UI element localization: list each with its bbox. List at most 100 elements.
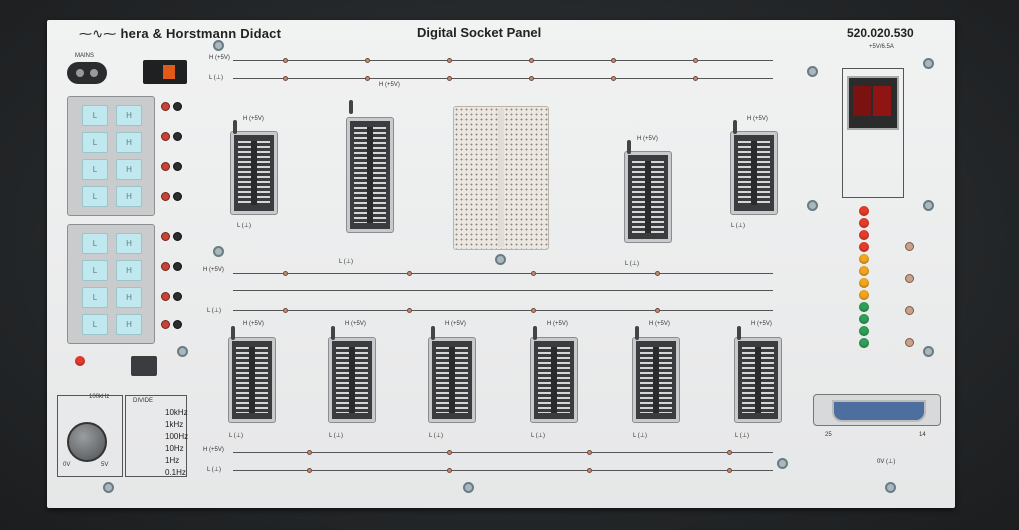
key-h2[interactable]: H: [116, 132, 142, 153]
rail-pin[interactable]: [307, 468, 312, 473]
zif-socket-b4[interactable]: [531, 338, 577, 422]
breadboard-post[interactable]: [495, 254, 506, 265]
rail-pin[interactable]: [529, 76, 534, 81]
output-jack[interactable]: [905, 306, 914, 315]
zif-lever[interactable]: [431, 326, 435, 340]
output-jack[interactable]: [161, 232, 170, 241]
rail-pin[interactable]: [531, 308, 536, 313]
breadboard[interactable]: [453, 106, 549, 250]
output-jack[interactable]: [161, 320, 170, 329]
zif-lever[interactable]: [733, 120, 737, 134]
key-l8[interactable]: L: [82, 314, 108, 335]
zif-socket-40pin[interactable]: [347, 118, 393, 232]
key-h5[interactable]: H: [116, 233, 142, 254]
key-l1[interactable]: L: [82, 105, 108, 126]
output-jack[interactable]: [905, 338, 914, 347]
rail-pin[interactable]: [611, 58, 616, 63]
zif-lever[interactable]: [533, 326, 537, 340]
key-l4[interactable]: L: [82, 186, 108, 207]
output-jack[interactable]: [161, 192, 170, 201]
output-jack[interactable]: [173, 162, 182, 171]
output-jack[interactable]: [161, 262, 170, 271]
rail-pin[interactable]: [407, 308, 412, 313]
zif-socket-1[interactable]: [231, 132, 277, 214]
output-jack[interactable]: [161, 292, 170, 301]
rail-pin[interactable]: [283, 271, 288, 276]
key-h1[interactable]: H: [116, 105, 142, 126]
rail-pin[interactable]: [283, 58, 288, 63]
zif-lever[interactable]: [627, 140, 631, 154]
output-jack[interactable]: [161, 132, 170, 141]
output-jack[interactable]: [173, 132, 182, 141]
output-jack[interactable]: [905, 274, 914, 283]
rail-pin[interactable]: [283, 76, 288, 81]
output-jack[interactable]: [173, 102, 182, 111]
mounting-post: [923, 58, 934, 69]
rail-label-l: L (⊥): [209, 75, 224, 81]
rail-pin[interactable]: [365, 76, 370, 81]
output-jack[interactable]: [173, 262, 182, 271]
mounting-post: [213, 40, 224, 51]
clock-knob[interactable]: [67, 422, 107, 462]
rail-pin[interactable]: [727, 468, 732, 473]
rail-pin[interactable]: [587, 468, 592, 473]
zif-lever[interactable]: [635, 326, 639, 340]
rail-pin[interactable]: [693, 58, 698, 63]
zif-socket-b2[interactable]: [329, 338, 375, 422]
zif-lever[interactable]: [233, 120, 237, 134]
rail-pin[interactable]: [447, 450, 452, 455]
output-jack[interactable]: [173, 232, 182, 241]
key-h3[interactable]: H: [116, 159, 142, 180]
rail-pin[interactable]: [365, 58, 370, 63]
zif-lever[interactable]: [349, 100, 353, 114]
output-jack[interactable]: [161, 102, 170, 111]
key-l2[interactable]: L: [82, 132, 108, 153]
zif-socket-b3[interactable]: [429, 338, 475, 422]
zif-socket-4[interactable]: [625, 152, 671, 242]
dip-switch[interactable]: [131, 356, 157, 376]
zif-socket-b1[interactable]: [229, 338, 275, 422]
output-jack[interactable]: [173, 292, 182, 301]
zif-lever[interactable]: [231, 326, 235, 340]
zif-socket-b6[interactable]: [735, 338, 781, 422]
mounting-post: [885, 482, 896, 493]
output-jack[interactable]: [905, 242, 914, 251]
key-h6[interactable]: H: [116, 260, 142, 281]
rail-pin[interactable]: [655, 308, 660, 313]
rail-pin[interactable]: [307, 450, 312, 455]
zif-lever[interactable]: [737, 326, 741, 340]
key-h4[interactable]: H: [116, 186, 142, 207]
rail-pin[interactable]: [587, 450, 592, 455]
supply-label: +5V/6.5A: [869, 44, 894, 50]
subd-pin-right: 14: [919, 432, 926, 438]
output-jack[interactable]: [173, 192, 182, 201]
key-l7[interactable]: L: [82, 287, 108, 308]
rail-pin[interactable]: [531, 271, 536, 276]
output-jack[interactable]: [161, 162, 170, 171]
wave-icon: ⁓∿⁓: [79, 26, 117, 41]
subd-connector[interactable]: [813, 394, 941, 426]
rail-pin[interactable]: [447, 76, 452, 81]
zif-socket-b5[interactable]: [633, 338, 679, 422]
rail-pin[interactable]: [447, 58, 452, 63]
key-h8[interactable]: H: [116, 314, 142, 335]
rail-pin[interactable]: [693, 76, 698, 81]
rail-pin[interactable]: [447, 468, 452, 473]
key-l5[interactable]: L: [82, 233, 108, 254]
mains-socket[interactable]: [67, 62, 107, 84]
rail-pin[interactable]: [611, 76, 616, 81]
power-switch[interactable]: [143, 60, 187, 84]
socket-l-label: L (⊥): [625, 261, 640, 267]
output-jack[interactable]: [173, 320, 182, 329]
rail-pin[interactable]: [655, 271, 660, 276]
rail-pin[interactable]: [529, 58, 534, 63]
status-led: [75, 356, 85, 366]
key-h7[interactable]: H: [116, 287, 142, 308]
key-l6[interactable]: L: [82, 260, 108, 281]
key-l3[interactable]: L: [82, 159, 108, 180]
zif-socket-5[interactable]: [731, 132, 777, 214]
rail-pin[interactable]: [283, 308, 288, 313]
zif-lever[interactable]: [331, 326, 335, 340]
rail-pin[interactable]: [407, 271, 412, 276]
rail-pin[interactable]: [727, 450, 732, 455]
